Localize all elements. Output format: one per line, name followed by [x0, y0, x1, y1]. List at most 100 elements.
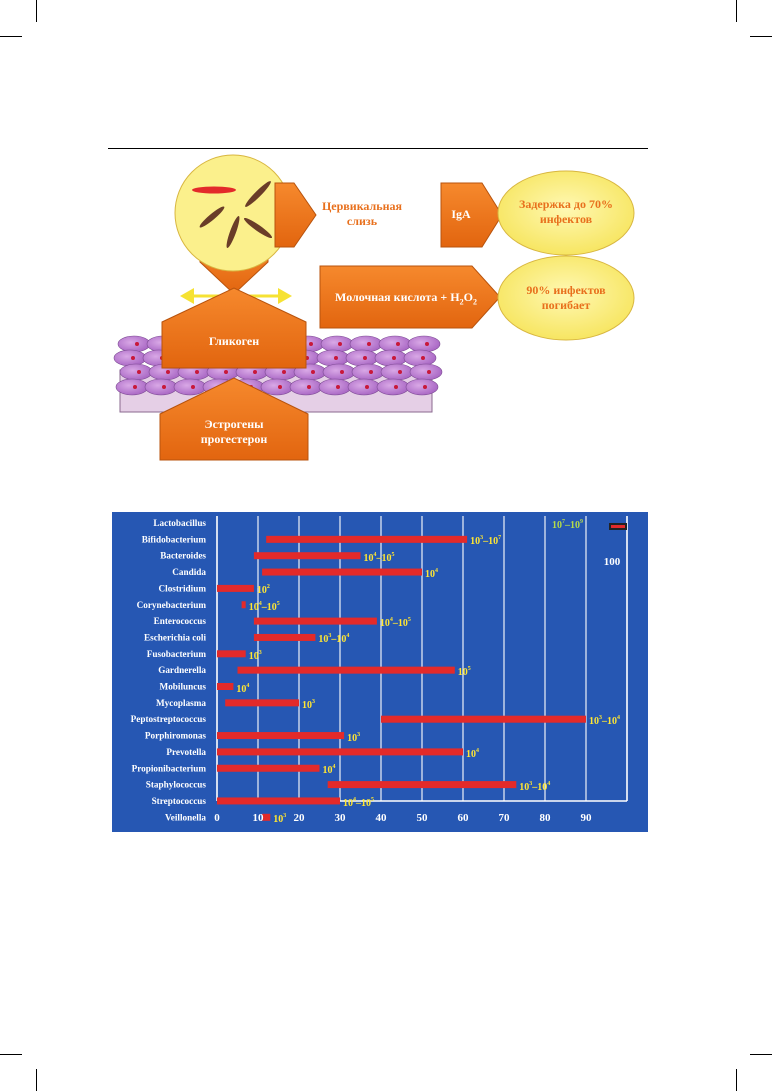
cell-nucleus	[340, 370, 344, 374]
cervical-mucus-label: Цервикальная слизь	[321, 199, 403, 228]
epithelial-cell	[374, 349, 408, 367]
cell-nucleus	[137, 370, 141, 374]
epithelial-cell	[322, 363, 356, 381]
cell-nucleus	[135, 342, 139, 346]
ninety-ellipse	[497, 255, 635, 341]
bar	[241, 601, 246, 609]
legend-swatch	[611, 525, 625, 528]
x-tick-label: 10	[253, 812, 265, 824]
bar-value-label: 103–104	[589, 715, 620, 728]
bar	[253, 617, 377, 625]
crop-mark	[36, 1069, 37, 1091]
epithelial-cell	[115, 378, 149, 396]
bar-value-label: 104	[466, 747, 479, 760]
lactic-acid-text: Молочная кислота + H	[335, 290, 460, 304]
category-label: Veillonella	[165, 812, 206, 822]
cell-nucleus	[394, 385, 398, 389]
chart-svg: LactobacillusBifidobacteriumBacteroidesC…	[112, 512, 648, 832]
estrogens-label: Эстрогены прогестерон	[200, 417, 268, 446]
epithelial-cell	[409, 363, 443, 381]
category-label: Porphiromonas	[145, 731, 207, 741]
bar	[253, 633, 316, 641]
bar-value-label: 103–104	[519, 780, 551, 793]
x-tick-label: 80	[540, 812, 552, 824]
crop-mark	[750, 36, 772, 37]
cell-nucleus	[309, 342, 313, 346]
vaginal-defense-diagram: Цервикальная слизь IgA Задержка до 70% и…	[0, 0, 772, 480]
cell-nucleus	[369, 370, 373, 374]
bar	[217, 683, 234, 690]
glycogen-pentagon	[161, 287, 307, 369]
cell-nucleus	[253, 370, 257, 374]
bar	[225, 699, 299, 707]
x-tick-label: 50	[417, 812, 429, 824]
bacterium-red	[192, 186, 236, 194]
cell-nucleus	[191, 385, 195, 389]
bar	[217, 584, 254, 592]
cell-nucleus	[166, 370, 170, 374]
cell-nucleus	[363, 356, 367, 360]
bar-value-label: 103–107	[470, 535, 502, 548]
category-label: Streptococcus	[152, 796, 207, 806]
x-tick-label: 30	[335, 812, 347, 824]
bar-value-label: 104–105	[248, 600, 280, 613]
bar-value-label: 103	[302, 698, 315, 711]
category-label: Corynebacterium	[137, 600, 207, 610]
epithelial-cell	[380, 363, 414, 381]
bar	[217, 748, 463, 756]
epithelial-cell	[119, 363, 153, 381]
x-tick-label: 60	[458, 812, 470, 824]
lactic-acid-sub2: 2	[472, 297, 477, 307]
category-label: Gardnerella	[158, 665, 206, 675]
epithelial-cell	[405, 378, 439, 396]
bar-value-label: 103–104	[318, 633, 350, 646]
delay-ellipse	[497, 170, 635, 256]
epithelial-cell	[320, 335, 354, 353]
category-label: Candida	[172, 567, 206, 577]
cell-nucleus	[425, 342, 429, 346]
cell-nucleus	[224, 370, 228, 374]
category-label: Fusobacterium	[147, 649, 207, 659]
cell-nucleus	[398, 370, 402, 374]
bar	[266, 535, 468, 543]
header-rule	[108, 148, 648, 149]
cell-nucleus	[396, 342, 400, 346]
cell-nucleus	[392, 356, 396, 360]
category-label: Bacteroides	[160, 551, 206, 561]
category-label: Clostridium	[159, 583, 207, 593]
bar	[253, 552, 361, 560]
epithelial-cell	[407, 335, 441, 353]
category-label: Peptostreptococcus	[131, 714, 207, 724]
category-label: Bifidobacterium	[142, 534, 207, 544]
x-tick-label: 40	[376, 812, 388, 824]
iga-label: IgA	[451, 207, 471, 221]
cell-nucleus	[334, 356, 338, 360]
bar-value-label: 104–105	[343, 796, 374, 809]
bar-value-label: 103	[347, 731, 361, 744]
bar-value-label: 104	[322, 764, 336, 777]
crop-mark	[0, 36, 22, 37]
x-tick-label: 0	[214, 812, 220, 824]
lactobacilli-rods	[199, 181, 273, 249]
crop-mark	[750, 1054, 772, 1055]
glycogen-label: Гликоген	[208, 334, 260, 348]
category-label: Mobiluncus	[160, 682, 207, 692]
bar	[217, 732, 345, 740]
bar	[217, 650, 246, 658]
legend-label: 100	[604, 556, 621, 568]
crop-mark	[736, 0, 737, 22]
cell-nucleus	[131, 356, 135, 360]
lactic-acid-arrow	[319, 265, 501, 329]
bar	[262, 813, 271, 821]
cell-nucleus	[421, 356, 425, 360]
mucus-arrow	[274, 182, 317, 248]
bar	[262, 568, 422, 576]
epithelial-cell	[316, 349, 350, 367]
cell-nucleus	[427, 370, 431, 374]
bar-value-label: 103	[248, 649, 262, 662]
bar-value-label: 107–109	[552, 519, 583, 531]
category-label: Lactobacillus	[153, 518, 206, 528]
cell-nucleus	[195, 370, 199, 374]
epithelial-cell	[144, 378, 178, 396]
